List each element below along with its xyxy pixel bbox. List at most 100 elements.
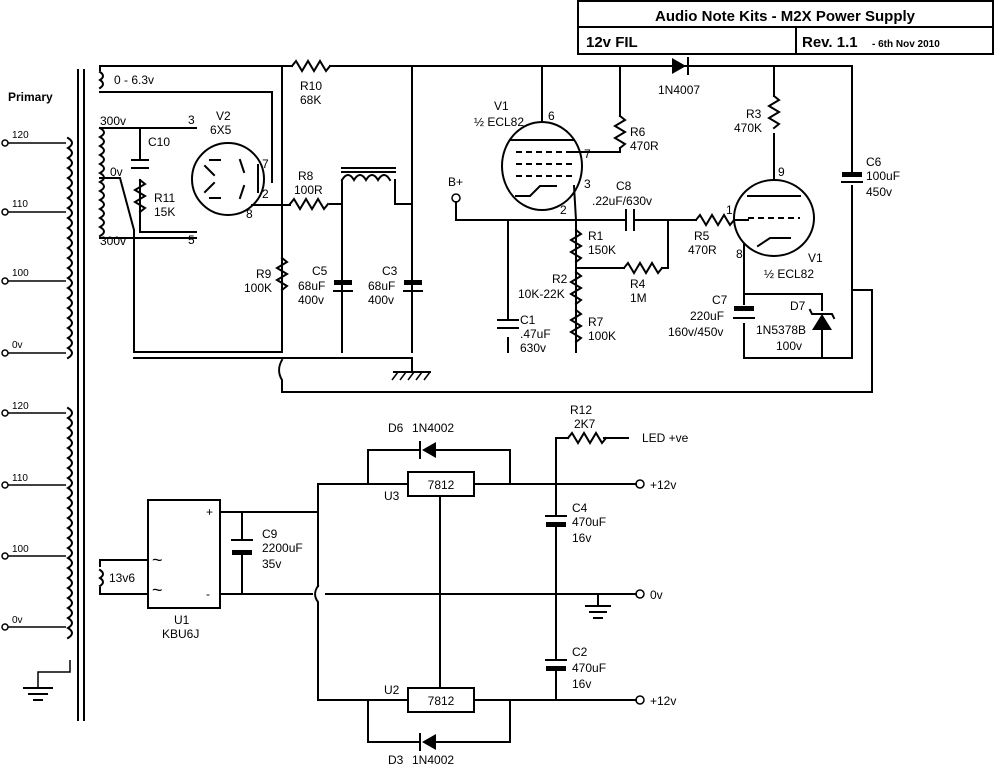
c5-capacitor: C5 68uF 400v	[298, 264, 353, 307]
plus12-top-terminal[interactable]	[635, 479, 645, 489]
v2-pin3: 3	[188, 113, 195, 127]
svg-text:KBU6J: KBU6J	[162, 627, 199, 641]
svg-text:3: 3	[584, 177, 591, 191]
heater-winding	[98, 70, 104, 90]
primary-label: Primary	[8, 90, 53, 104]
u1-ac-1: ~	[152, 550, 163, 570]
tap-label: 100	[12, 268, 29, 279]
v1a-tube: V1 ½ ECL82 6 7 3 2	[474, 99, 591, 217]
c3-capacitor: C3 68uF 400v	[368, 264, 423, 307]
tap-terminal[interactable]	[1, 623, 9, 631]
svg-text:D7: D7	[790, 299, 806, 313]
d-1n4007: 1N4007	[658, 57, 700, 97]
u1-bridge: + - ~ ~ U1 KBU6J	[147, 499, 221, 641]
c9-capacitor: C9 2200uF 35v	[231, 527, 303, 571]
tap-terminal[interactable]	[1, 208, 9, 216]
output-terminals: LED +ve +12v 0v +12v	[635, 431, 689, 708]
tap-terminal[interactable]	[1, 349, 9, 357]
v2-pin8: 8	[246, 207, 253, 221]
led-output-label: LED +ve	[642, 431, 689, 445]
svg-text:470uF: 470uF	[572, 515, 606, 529]
choke-inductor	[340, 167, 396, 182]
svg-text:68uF: 68uF	[298, 279, 325, 293]
svg-text:6: 6	[548, 109, 555, 123]
svg-text:9: 9	[778, 165, 785, 179]
svg-text:D3: D3	[388, 753, 404, 767]
tap-terminal[interactable]	[1, 552, 9, 560]
svg-text:C7: C7	[712, 293, 728, 307]
svg-text:470K: 470K	[734, 121, 762, 135]
core-ground-wire	[37, 660, 71, 688]
svg-text:R11: R11	[154, 191, 175, 205]
d6-diode: D6 1N4002	[388, 421, 454, 459]
svg-text:68uF: 68uF	[368, 279, 395, 293]
svg-text:R1: R1	[588, 229, 604, 243]
hv-mid-label: 0v	[110, 165, 123, 179]
svg-text:150K: 150K	[588, 243, 616, 257]
r3-resistor: R3 470K	[734, 94, 781, 135]
v2-rectifier-tube: V2 6X5 3 7 2 8 5	[188, 109, 269, 247]
svg-text:450v: 450v	[866, 185, 892, 199]
tap-label: 0v	[12, 340, 23, 351]
r7-resistor: R7 100K	[569, 308, 616, 344]
svg-text:R4: R4	[630, 277, 646, 291]
tap-terminal[interactable]	[1, 481, 9, 489]
c8-capacitor: C8 .22uF/630v	[592, 179, 697, 231]
tap-label: 100	[12, 544, 29, 555]
heater-label: 0 - 6.3v	[114, 73, 154, 87]
svg-text:U3: U3	[384, 489, 400, 503]
svg-text:1N4007: 1N4007	[658, 83, 700, 97]
svg-text:16v: 16v	[572, 677, 591, 691]
plus12-top-label: +12v	[650, 478, 676, 492]
chassis-ground-icon	[391, 357, 431, 381]
plus12-bottom-label: +12v	[650, 694, 676, 708]
v2-envelope	[191, 142, 265, 216]
v2-pin5: 5	[188, 233, 195, 247]
v1a-envelope	[501, 121, 583, 211]
c2-capacitor: C2 470uF 16v	[545, 645, 606, 691]
tap-terminal[interactable]	[1, 277, 9, 285]
svg-text:.22uF/630v: .22uF/630v	[592, 194, 652, 208]
tap-terminal[interactable]	[1, 139, 9, 147]
svg-text:V1: V1	[808, 251, 823, 265]
svg-text:1N4002: 1N4002	[412, 421, 454, 435]
bplus-terminal[interactable]: B+	[448, 175, 463, 203]
svg-text:C8: C8	[616, 179, 632, 193]
svg-text:15K: 15K	[154, 205, 175, 219]
svg-text:R3: R3	[746, 107, 762, 121]
svg-text:.47uF: .47uF	[520, 327, 551, 341]
lv-winding	[98, 568, 104, 588]
zero-terminal[interactable]	[635, 589, 645, 599]
v2-pin2: 2	[262, 187, 269, 201]
hv-bottom-label: 300v	[100, 234, 126, 248]
d7-zener: D7 1N5378B 100v	[756, 299, 836, 353]
d3-diode: D3 1N4002	[388, 733, 454, 767]
svg-text:C2: C2	[572, 645, 588, 659]
svg-text:7812: 7812	[428, 478, 455, 492]
svg-text:V1: V1	[494, 99, 509, 113]
svg-text:C5: C5	[312, 264, 328, 278]
svg-text:2K7: 2K7	[574, 417, 596, 431]
c10-capacitor: C10	[131, 135, 170, 169]
variant-text: 12v FIL	[586, 34, 638, 51]
u1-ac-2: ~	[152, 580, 163, 600]
tap-label: 120	[12, 130, 29, 141]
v2-pin7: 7	[262, 157, 269, 171]
plus12-bottom-terminal[interactable]	[635, 695, 645, 705]
svg-text:100K: 100K	[588, 329, 616, 343]
c7-capacitor: C7 220uF 160v/450v	[668, 293, 755, 339]
r2-resistor: R2 10K-22K	[518, 270, 583, 306]
title-block: Audio Note Kits - M2X Power Supply 12v F…	[577, 0, 994, 55]
tap-terminal[interactable]	[1, 409, 9, 417]
r11-resistor: R11 15K	[133, 178, 175, 219]
svg-text:½ ECL82: ½ ECL82	[764, 267, 814, 281]
svg-text:100uF: 100uF	[866, 169, 900, 183]
revision-text: Rev. 1.1	[802, 34, 858, 51]
svg-text:1: 1	[726, 203, 733, 217]
svg-text:-: -	[206, 587, 210, 601]
u1-body	[147, 499, 221, 609]
hv-top-label: 300v	[100, 114, 126, 128]
tap-label: 110	[12, 199, 28, 210]
